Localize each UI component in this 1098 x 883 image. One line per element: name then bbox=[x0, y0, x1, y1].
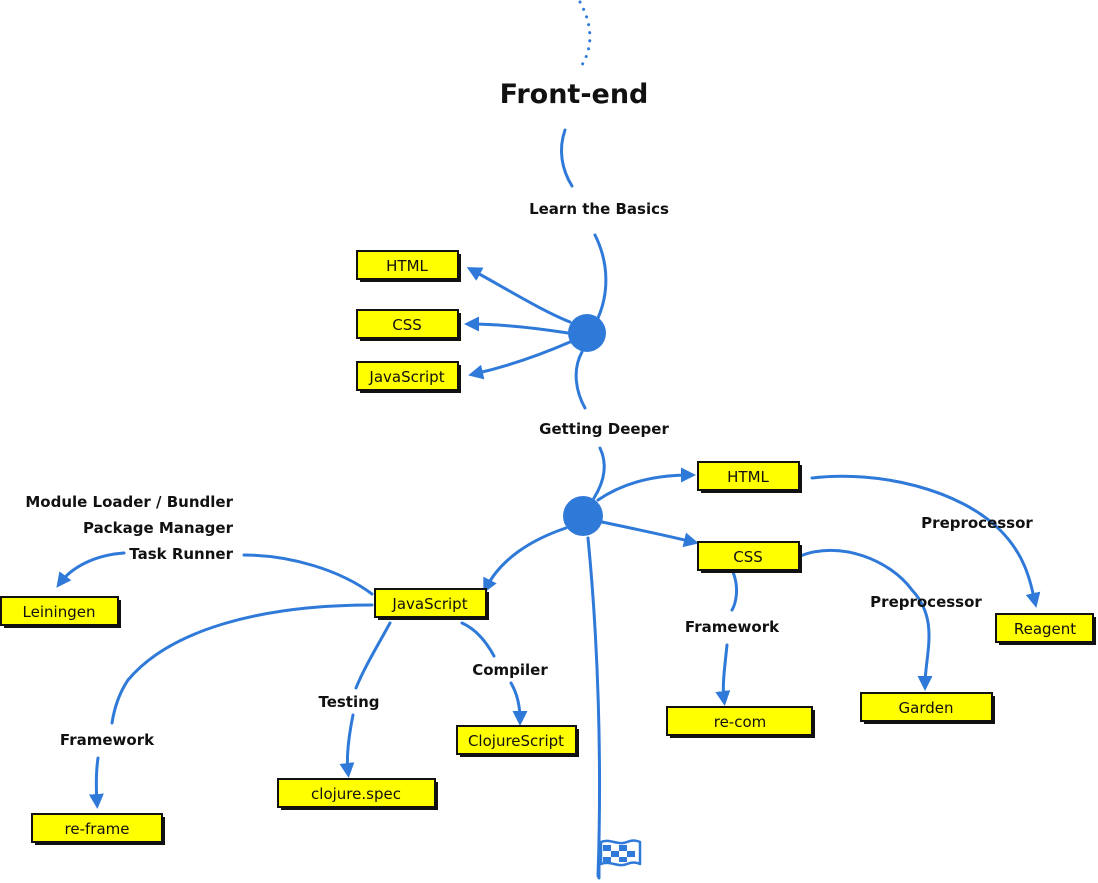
node-box bbox=[277, 778, 436, 808]
basics-javascript-node[interactable]: JavaScript bbox=[356, 361, 461, 393]
node-label: JavaScript bbox=[391, 595, 467, 613]
js-to-framework-line bbox=[110, 603, 374, 725]
clojure-spec-node[interactable]: clojure.spec bbox=[277, 778, 438, 810]
connectors bbox=[56, 0, 1041, 878]
css-to-garden-line bbox=[798, 548, 933, 691]
basics-css-node[interactable]: CSS bbox=[356, 309, 461, 341]
html-to-reagent-line bbox=[810, 474, 1041, 608]
roadmap-title: Front-end bbox=[500, 79, 649, 110]
node-label: ClojureScript bbox=[468, 732, 564, 750]
node-label: clojure.spec bbox=[311, 785, 401, 803]
node-label: re-com bbox=[714, 713, 767, 731]
testing-to-spec-arrow bbox=[339, 713, 355, 778]
learn-the-basics-label: Learn the Basics bbox=[529, 200, 669, 218]
reagent-node[interactable]: Reagent bbox=[995, 613, 1096, 645]
js-to-compiler-line bbox=[460, 621, 496, 658]
module-loader-label: Module Loader / Bundler bbox=[25, 493, 233, 511]
css-framework-label: Framework bbox=[685, 618, 780, 636]
js-to-testing-line bbox=[354, 621, 392, 690]
hub2-to-flag-line bbox=[586, 536, 602, 878]
node-label: CSS bbox=[392, 316, 422, 334]
js-framework-label: Framework bbox=[60, 731, 155, 749]
hub2-to-deeper-html-arrow bbox=[596, 467, 696, 502]
top-dotted-line bbox=[578, 0, 592, 70]
deeper-css-node[interactable]: CSS bbox=[697, 541, 802, 573]
node-box bbox=[31, 813, 163, 843]
getting-deeper-label: Getting Deeper bbox=[539, 420, 669, 438]
node-box bbox=[697, 461, 800, 491]
html-preprocessor-label: Preprocessor bbox=[921, 514, 1033, 532]
node-box bbox=[860, 692, 993, 722]
node-label: HTML bbox=[386, 257, 428, 275]
css-to-recom-line bbox=[723, 570, 739, 700]
re-frame-node[interactable]: re-frame bbox=[31, 813, 165, 845]
deeper-hub-node bbox=[563, 496, 603, 536]
node-label: JavaScript bbox=[368, 368, 444, 386]
compiler-to-cljs-arrow bbox=[509, 681, 528, 726]
hub-to-deeper-line bbox=[574, 350, 587, 410]
title-to-basics-line bbox=[560, 128, 574, 188]
task-runner-label: Task Runner bbox=[129, 545, 233, 563]
hub2-to-deeper-js-arrow bbox=[483, 526, 568, 594]
node-box bbox=[356, 309, 459, 339]
hub-to-basics-html-arrow bbox=[466, 267, 572, 324]
compiler-label: Compiler bbox=[472, 661, 548, 679]
hub-to-basics-js-arrow bbox=[468, 340, 572, 380]
hub-to-basics-css-arrow bbox=[464, 316, 570, 335]
node-label: CSS bbox=[733, 548, 763, 566]
js-to-taskrunner-line bbox=[242, 553, 374, 596]
node-box bbox=[697, 541, 800, 571]
node-label: Reagent bbox=[1014, 620, 1076, 638]
node-box bbox=[356, 361, 459, 391]
leiningen-node[interactable]: Leiningen bbox=[0, 596, 121, 628]
node-label: HTML bbox=[727, 468, 769, 486]
hub2-to-deeper-css-arrow bbox=[600, 520, 699, 548]
deeper-to-hub2-line bbox=[592, 446, 606, 500]
node-label: re-frame bbox=[65, 820, 130, 838]
garden-node[interactable]: Garden bbox=[860, 692, 995, 724]
node-box bbox=[0, 596, 119, 626]
re-com-node[interactable]: re-com bbox=[666, 706, 815, 738]
css-preprocessor-label: Preprocessor bbox=[870, 593, 982, 611]
basics-to-hub-line bbox=[593, 233, 608, 320]
basics-html-node[interactable]: HTML bbox=[356, 250, 461, 282]
node-box bbox=[666, 706, 813, 736]
node-box bbox=[374, 588, 487, 618]
clojurescript-node[interactable]: ClojureScript bbox=[456, 725, 579, 757]
node-label: Garden bbox=[899, 699, 954, 717]
testing-label: Testing bbox=[318, 693, 379, 711]
basics-hub-node bbox=[568, 314, 606, 352]
node-box bbox=[356, 250, 459, 280]
deeper-html-node[interactable]: HTML bbox=[697, 461, 802, 493]
node-box bbox=[995, 613, 1094, 643]
checkered-flag-icon bbox=[597, 836, 642, 880]
framework-to-reframe-arrow bbox=[88, 756, 104, 809]
package-manager-label: Package Manager bbox=[83, 519, 234, 537]
deeper-javascript-node[interactable]: JavaScript bbox=[374, 588, 489, 620]
taskrunner-to-leiningen-arrow bbox=[56, 551, 126, 588]
node-label: Leiningen bbox=[23, 603, 96, 621]
node-box bbox=[456, 725, 577, 755]
